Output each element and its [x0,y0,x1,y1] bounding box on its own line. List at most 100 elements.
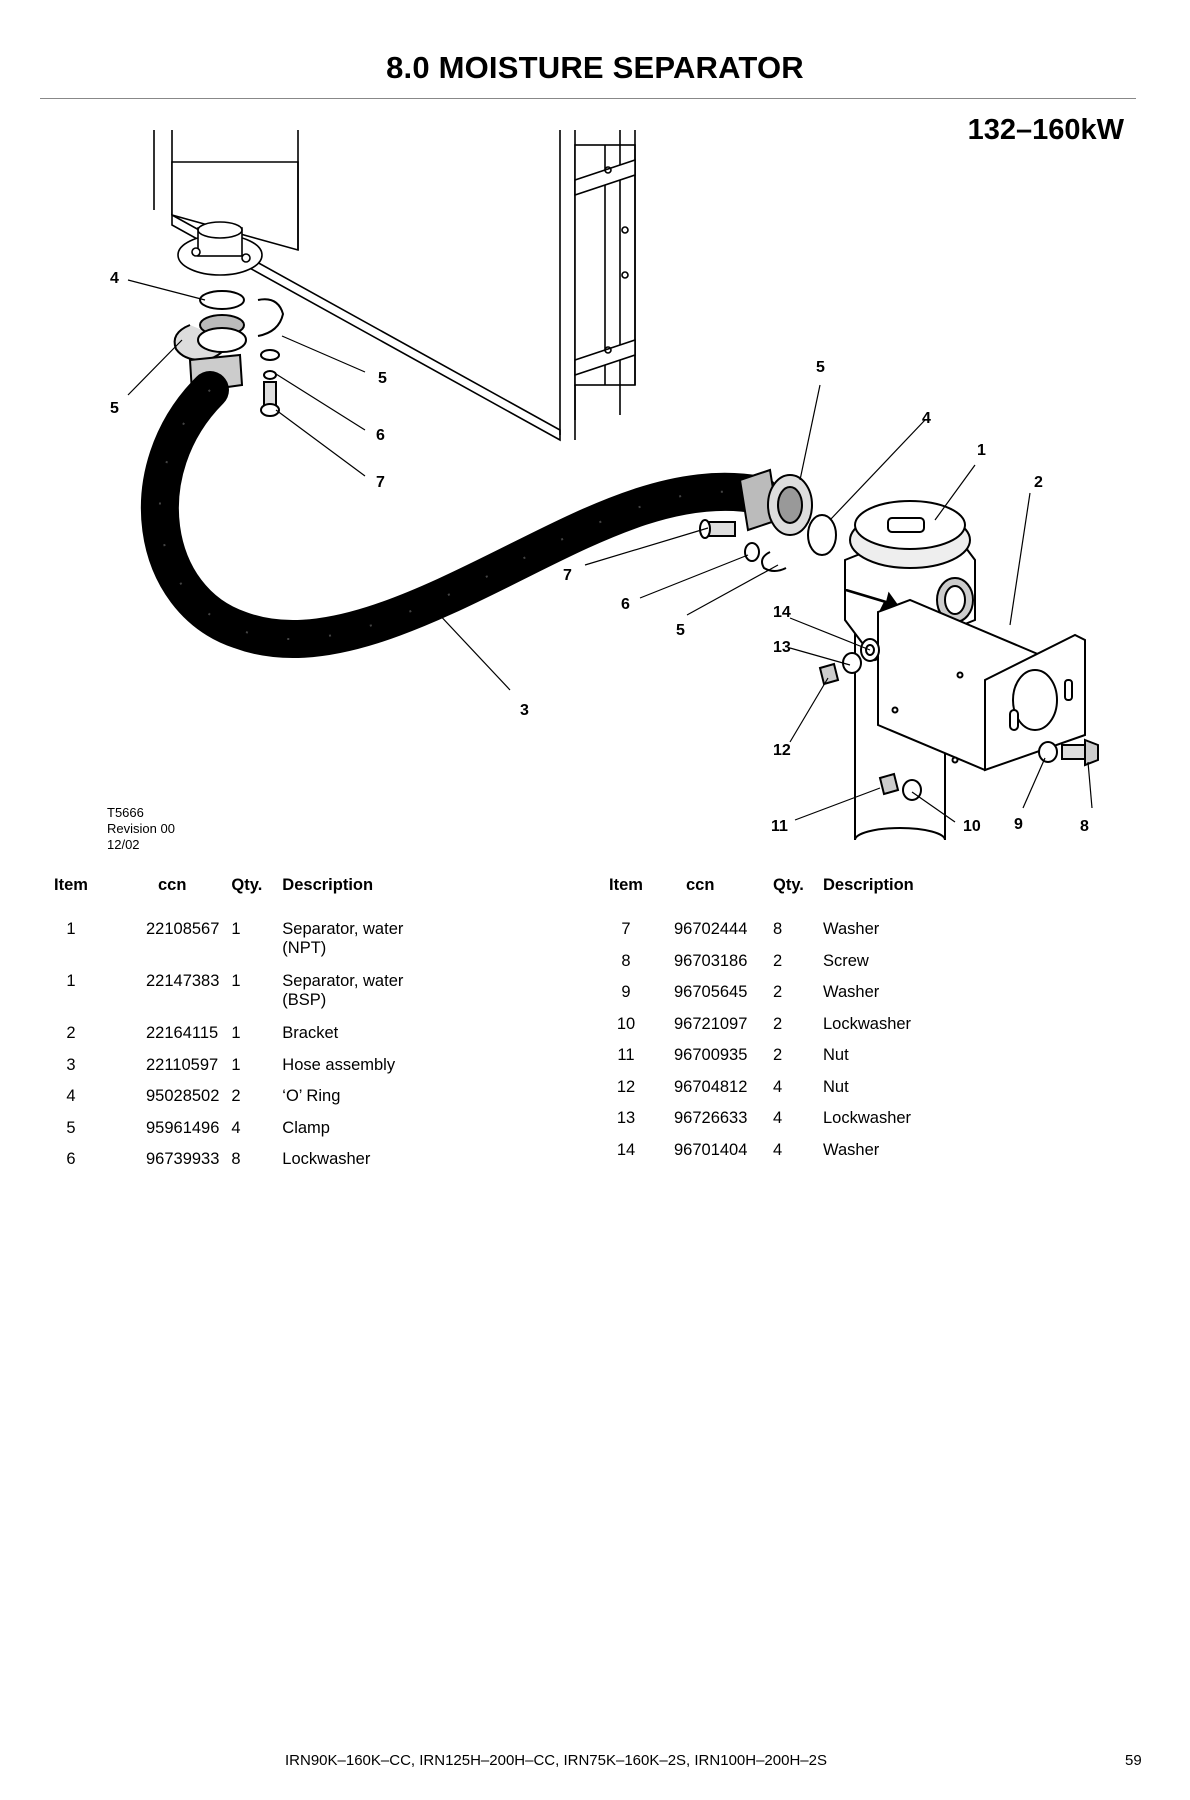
header-ccn: ccn [686,876,715,894]
drawing-date: 12/02 [107,837,140,852]
qty-cell: 2 [773,1046,783,1064]
qty-cell: 2 [231,1087,241,1105]
ccn-cell: 96721097 [674,1014,748,1033]
table-header-row: Item ccn Qty. Description [608,870,987,920]
qty-cell: 4 [231,1118,241,1137]
description-cell: Hose assembly [282,1055,396,1074]
ccn-cell: 96705645 [674,983,748,1001]
item-cell: 1 [66,972,76,990]
header-ccn: ccn [158,876,187,894]
callout-13: 13 [773,639,791,656]
item-cell: 2 [66,1024,76,1042]
header-item: Item [609,876,643,894]
callout-5: 5 [110,400,119,417]
table-row: 6 96739933 8 Lockwasher [46,1150,442,1182]
ccn-cell: 96703186 [674,951,748,970]
item-cell: 6 [66,1150,76,1168]
table-row: 11 96700935 2 Nut [608,1046,987,1078]
ccn-cell: 96700935 [674,1046,748,1064]
ccn-cell: 22108567 [146,920,220,938]
ccn-cell: 96704812 [674,1077,748,1096]
header-qty: Qty. [773,876,804,894]
page-number: 59 [1125,1752,1142,1769]
table-row: 9 96705645 2 Washer [608,983,987,1015]
qty-cell: 8 [231,1150,241,1168]
item-cell: 14 [616,1140,636,1159]
callout-10: 10 [963,818,981,835]
description-cell: Lockwasher [823,1014,912,1033]
callout-6: 6 [621,596,630,613]
drain-flange [177,221,263,276]
description-cell: Lockwasher [282,1150,371,1168]
qty-cell: 4 [773,1077,783,1096]
ccn-cell: 96726633 [674,1109,748,1127]
qty-cell: 1 [231,920,241,938]
drawing-revision: Revision 00 [107,821,175,836]
power-range-label: 132–160kW [967,114,1124,146]
header-qty: Qty. [231,876,263,894]
description-cell: Nut [823,1046,849,1064]
compressor-cabinet [153,130,636,442]
table-row: 2 22164115 1 Bracket [46,1024,442,1056]
description-cell: Lockwasher [823,1109,912,1127]
callout-5: 5 [816,359,825,376]
callout-5: 5 [378,370,387,387]
callout-4: 4 [922,410,931,427]
header-description: Description [282,876,374,894]
item-cell: 4 [66,1087,76,1105]
table-header-row: Item ccn Qty. Description [46,870,442,920]
qty-cell: 2 [773,983,783,1001]
ccn-cell: 96739933 [146,1150,220,1168]
qty-cell: 2 [773,1014,783,1033]
mounting-bracket [877,598,1086,772]
description-cell: Bracket [282,1024,339,1042]
item-cell: 3 [66,1055,76,1074]
description-cell: Washer [823,1140,880,1159]
footer-model-list: IRN90K–160K–CC, IRN125H–200H–CC, IRN75K–… [285,1752,827,1769]
title-divider [40,98,1136,99]
callout-6: 6 [376,427,385,444]
qty-cell: 1 [231,972,241,990]
item-cell: 13 [616,1109,636,1127]
item-cell: 1 [66,920,76,938]
item-cell: 11 [617,1046,635,1064]
ccn-cell: 22110597 [146,1055,219,1074]
qty-cell: 1 [231,1024,241,1042]
callout-numbers: 4 5 5 6 7 5 4 1 2 7 6 5 14 13 3 12 11 10… [110,270,1089,835]
ccn-cell: 95961496 [146,1118,220,1137]
qty-cell: 2 [773,951,783,970]
description-cell: Washer [823,983,880,1001]
item-cell: 8 [621,951,631,970]
callout-7: 7 [563,567,572,584]
callout-1: 1 [977,442,986,459]
callout-5: 5 [676,622,685,639]
callout-12: 12 [773,742,791,759]
description-cell: Separator, water (BSP) [282,972,404,1009]
description-cell: Screw [823,951,869,970]
table-row: 1 22108567 1 Separator, water (NPT) [46,920,442,972]
qty-cell: 4 [773,1140,783,1159]
header-item: Item [54,876,88,894]
item-cell: 9 [621,983,631,1001]
ccn-cell: 95028502 [146,1087,220,1105]
item-cell: 12 [616,1077,636,1096]
description-cell: Separator, water (NPT) [282,920,404,957]
qty-cell: 8 [773,920,783,938]
callout-9: 9 [1014,816,1023,833]
hose-assembly [140,371,779,659]
ccn-cell: 22164115 [146,1024,219,1042]
callout-leaders [127,279,1093,823]
callout-4: 4 [110,270,119,287]
callout-7: 7 [376,474,385,491]
callout-2: 2 [1034,474,1043,491]
drawing-number: T5666 [107,805,144,820]
separator-coupling [699,468,837,572]
